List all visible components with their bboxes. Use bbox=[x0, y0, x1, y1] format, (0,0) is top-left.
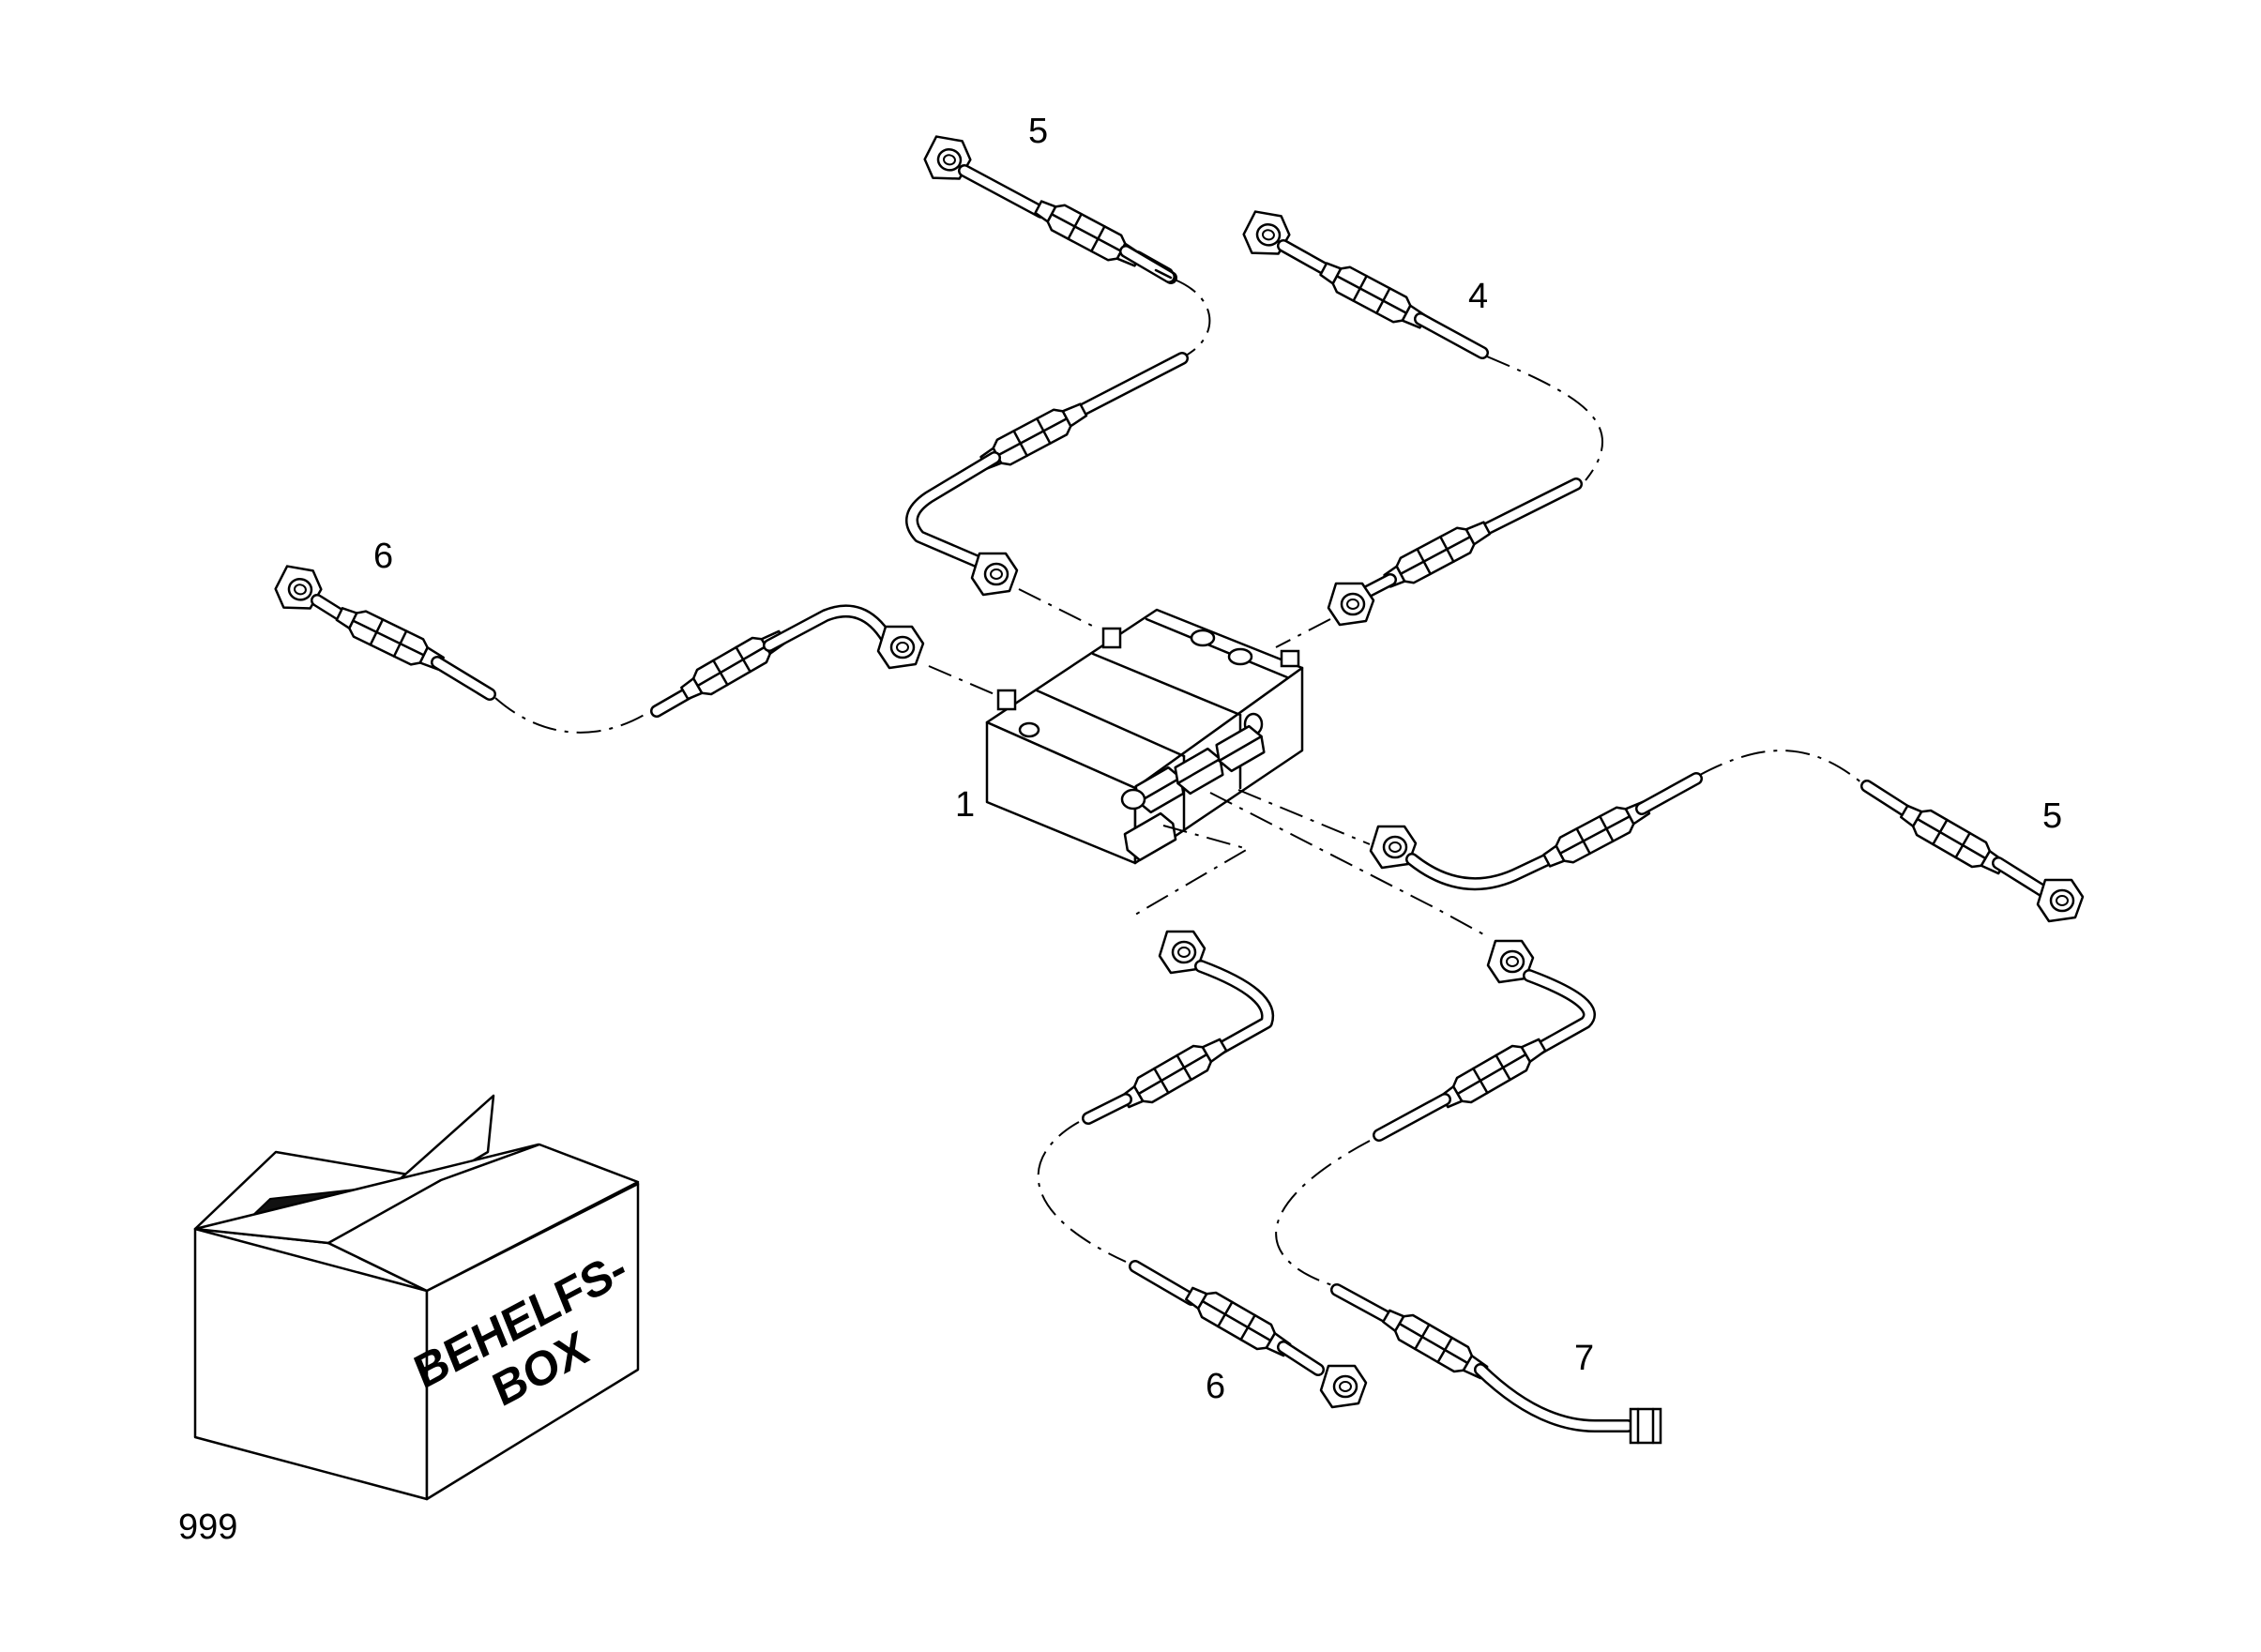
callout-line-6-left: 6 bbox=[373, 537, 393, 576]
callout-line-5-right: 5 bbox=[2042, 796, 2062, 836]
pipe-line-6-bottom bbox=[1037, 825, 1368, 1409]
pipe-line-4 bbox=[1239, 208, 1604, 648]
spare-parts-box: BEHELFS- BOX bbox=[193, 1094, 640, 1501]
plug-end-icon bbox=[1629, 1407, 1662, 1445]
callout-line-5-top: 5 bbox=[1028, 112, 1048, 151]
pipe-line-5-top bbox=[905, 133, 1211, 629]
callout-line-4: 4 bbox=[1468, 277, 1488, 316]
pipe-line-7 bbox=[1209, 792, 1662, 1445]
distributor-block bbox=[985, 608, 1304, 865]
pipe-line-5-right bbox=[1237, 750, 2085, 923]
callout-box-item: 999 bbox=[178, 1508, 237, 1547]
callout-block: 1 bbox=[955, 785, 975, 825]
pipe-line-6-left bbox=[271, 563, 995, 734]
callout-line-6-bottom: 6 bbox=[1206, 1367, 1225, 1406]
callout-line-7: 7 bbox=[1574, 1339, 1594, 1378]
